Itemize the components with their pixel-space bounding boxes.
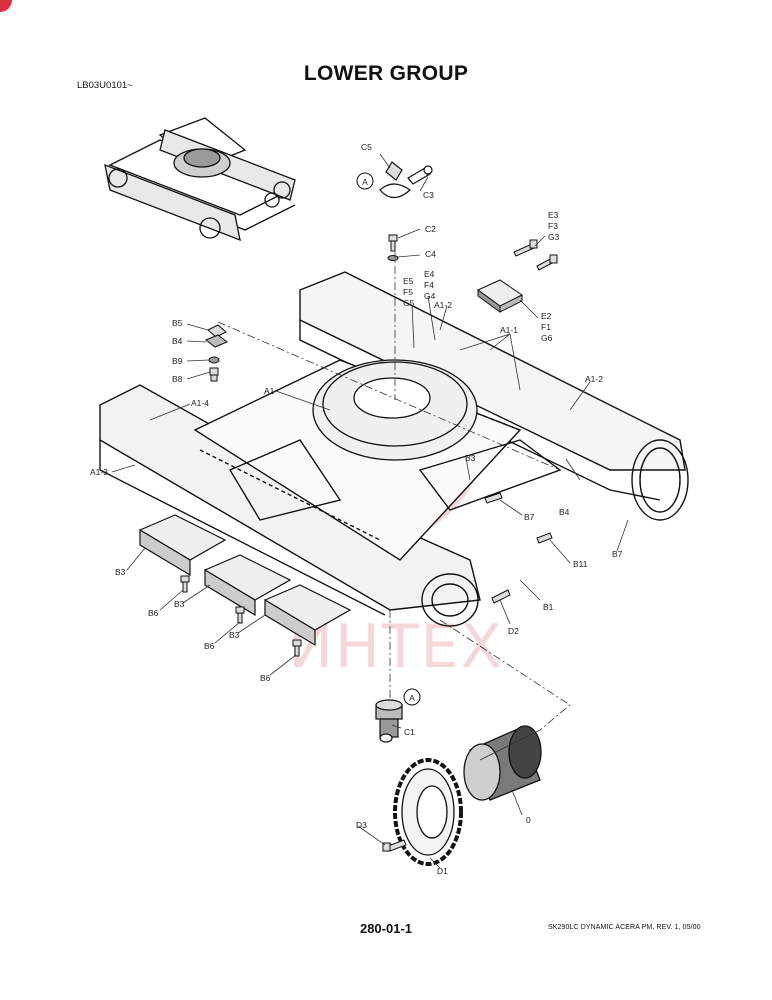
label-a1-3: A1-3 bbox=[90, 467, 108, 477]
detail-a-label-bottom: A bbox=[409, 693, 415, 703]
part-labels: C5 C3 C2 C4 E3 F3 G3 E4 F4 G4 E5 F5 G5 E… bbox=[90, 142, 623, 876]
footer-reference: SK290LC DYNAMIC ACERA PM, REV. 1, 05/00 bbox=[548, 924, 701, 931]
label-a1-4: A1-4 bbox=[191, 398, 209, 408]
page-title: LOWER GROUP bbox=[303, 62, 469, 85]
label-e5: E5 bbox=[403, 276, 414, 286]
label-c1: C1 bbox=[404, 727, 415, 737]
label-a1: A1 bbox=[264, 386, 275, 396]
detail-a-callout-top bbox=[356, 172, 374, 190]
label-d1: D1 bbox=[437, 866, 448, 876]
fastener-stack-b bbox=[205, 324, 228, 382]
sprocket-d1 bbox=[393, 758, 463, 866]
label-d3: D3 bbox=[356, 820, 367, 830]
label-b6-3: B6 bbox=[260, 673, 271, 683]
label-c3: C3 bbox=[423, 190, 434, 200]
label-e4: E4 bbox=[424, 269, 435, 279]
detail-a-bracket bbox=[379, 161, 433, 199]
label-b3-1: B3 bbox=[115, 567, 126, 577]
label-f5: F5 bbox=[403, 287, 413, 297]
label-c4: C4 bbox=[425, 249, 436, 259]
bolts-b7-b11-d2 bbox=[484, 492, 553, 604]
label-b3-2: B3 bbox=[174, 599, 185, 609]
label-b4-right: B4 bbox=[559, 507, 570, 517]
swing-circle bbox=[312, 359, 478, 461]
label-b5: B5 bbox=[172, 318, 183, 328]
leader-lines bbox=[111, 153, 629, 869]
bolt-d3 bbox=[382, 839, 407, 852]
label-b6-1: B6 bbox=[148, 608, 159, 618]
travel-motor bbox=[463, 725, 542, 801]
label-b7-right: B7 bbox=[612, 549, 623, 559]
label-g6: G6 bbox=[541, 333, 553, 343]
label-g4: G4 bbox=[424, 291, 436, 301]
label-a1-2-right: A1-2 bbox=[585, 374, 603, 384]
wear-block-e2 bbox=[477, 279, 523, 313]
detail-a-callout-bottom bbox=[403, 688, 421, 706]
label-g5: G5 bbox=[403, 298, 415, 308]
label-e2: E2 bbox=[541, 311, 552, 321]
label-b6-2: B6 bbox=[204, 641, 215, 651]
label-0: 0 bbox=[526, 815, 531, 825]
bolts-b6 bbox=[180, 575, 302, 657]
label-b7-center: B7 bbox=[524, 512, 535, 522]
label-f1: F1 bbox=[541, 322, 551, 332]
drawing-code: LB03U0101~ bbox=[77, 80, 133, 91]
label-f3: F3 bbox=[548, 221, 558, 231]
label-a1-1: A1-1 bbox=[500, 325, 518, 335]
label-b3-center: B3 bbox=[465, 453, 476, 463]
label-f4: F4 bbox=[424, 280, 434, 290]
label-b9: B9 bbox=[172, 356, 183, 366]
thumbnail-undercarriage bbox=[104, 117, 296, 242]
label-a1-2-top: A1-2 bbox=[434, 300, 452, 310]
label-c5: C5 bbox=[361, 142, 372, 152]
bolts-e3-f3-g3 bbox=[513, 239, 558, 271]
page-number: 280-01-1 bbox=[359, 921, 413, 936]
label-d2: D2 bbox=[508, 626, 519, 636]
label-b4-top: B4 bbox=[172, 336, 183, 346]
label-e3: E3 bbox=[548, 210, 559, 220]
label-c2: C2 bbox=[425, 224, 436, 234]
label-b11: B11 bbox=[573, 559, 588, 569]
bolt-c2 bbox=[387, 234, 399, 261]
label-g3: G3 bbox=[548, 232, 560, 242]
center-joint-c1 bbox=[375, 699, 403, 743]
detail-a-label-top: A bbox=[362, 177, 368, 187]
label-b8: B8 bbox=[172, 374, 183, 384]
label-b3-3: B3 bbox=[229, 630, 240, 640]
shoe-plates-b3 bbox=[138, 514, 352, 647]
label-b1: B1 bbox=[543, 602, 554, 612]
